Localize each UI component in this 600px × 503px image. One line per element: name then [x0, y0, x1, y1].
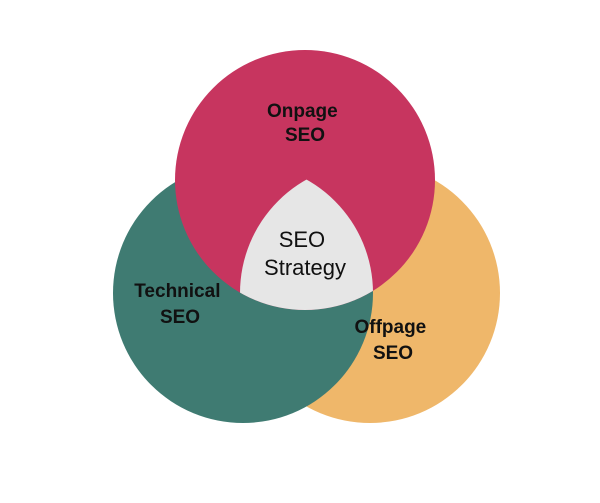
onpage-label: Onpage SEO: [267, 101, 343, 146]
seo-strategy-label: SEO Strategy: [264, 227, 346, 280]
technical-label: Technical SEO: [134, 281, 226, 328]
offpage-label: Offpage SEO: [354, 317, 431, 364]
onpage-seo-circle: [175, 50, 435, 310]
